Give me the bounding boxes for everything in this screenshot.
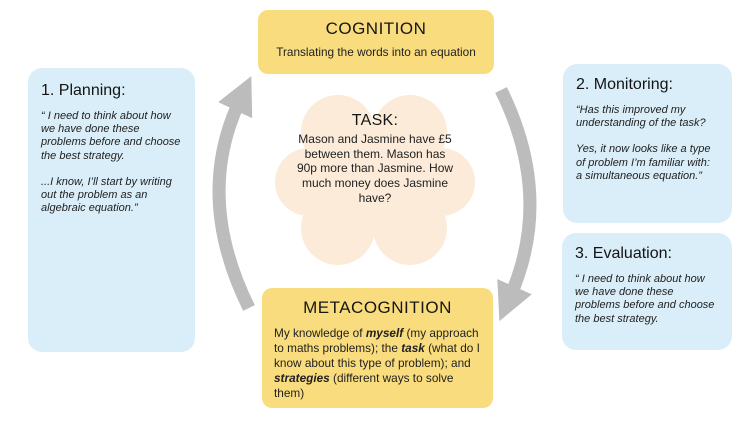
monitoring-box: 2. Monitoring: “Has this improved my und… (563, 64, 732, 223)
evaluation-quote-1: “ I need to think about how we have done… (575, 273, 715, 325)
cognition-box: COGNITION Translating the words into an … (258, 10, 494, 74)
monitoring-quote-2: Yes, it now looks like a type of problem… (576, 143, 711, 182)
task-cloud: TASK: Mason and Jasmine have £5 between … (295, 112, 455, 205)
arrow-up-left-icon (212, 76, 255, 311)
evaluation-heading: 3. Evaluation: (575, 245, 672, 262)
cognition-title: COGNITION (325, 19, 427, 38)
planning-quote-2: ...I know, I’ll start by writing out the… (41, 175, 172, 215)
monitoring-quote-1: “Has this improved my understanding of t… (576, 104, 706, 130)
metacognition-body: My knowledge of myself (my approach to m… (274, 326, 480, 401)
planning-heading: 1. Planning: (41, 82, 126, 99)
cognition-subtitle: Translating the words into an equation (276, 45, 476, 59)
task-title: TASK: (351, 112, 399, 129)
evaluation-box: 3. Evaluation: “ I need to think about h… (562, 233, 732, 350)
task-body: Mason and Jasmine have £5 between them. … (296, 132, 454, 205)
metacognition-title: METACOGNITION (303, 298, 452, 317)
monitoring-heading: 2. Monitoring: (576, 76, 673, 93)
metacognition-box: METACOGNITION My knowledge of myself (my… (262, 288, 493, 408)
planning-quote-1: “ I need to think about how we have done… (41, 110, 181, 162)
planning-box: 1. Planning: “ I need to think about how… (28, 68, 195, 352)
arrow-down-right-icon (495, 87, 537, 322)
